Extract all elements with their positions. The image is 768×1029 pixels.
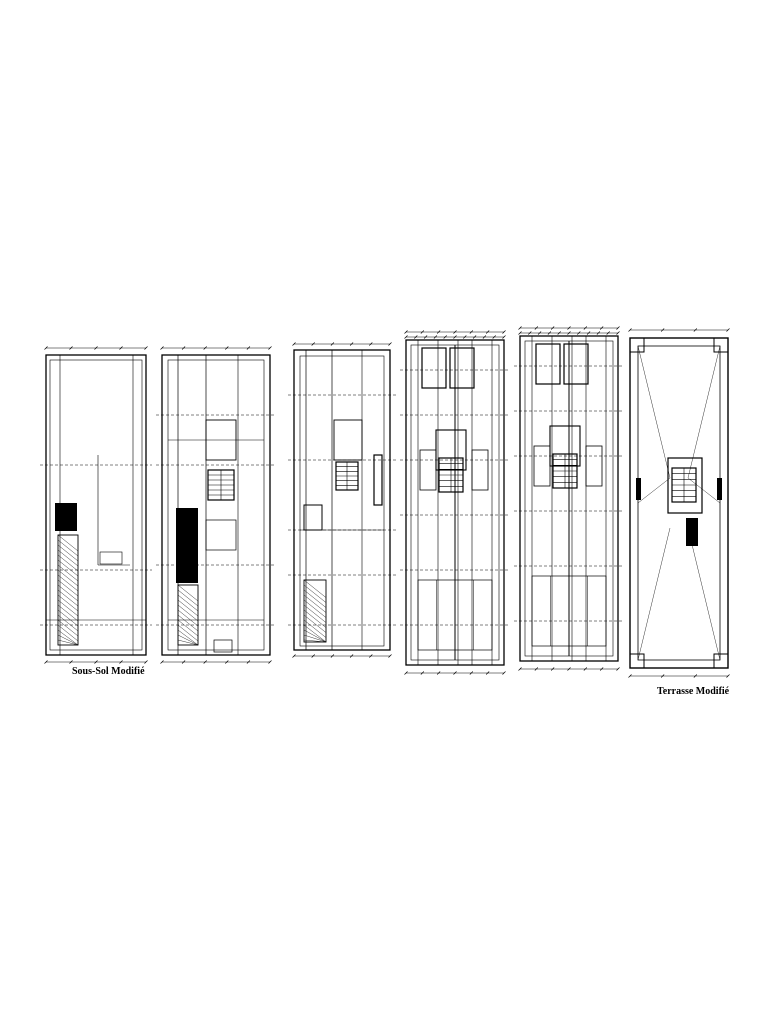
terrace-shaft-solid	[686, 518, 698, 546]
plan-typical-floor-a	[400, 330, 510, 675]
terrace-vent-right	[717, 478, 722, 500]
basement-shaft-solid	[55, 503, 77, 531]
plan-typical-floor-b	[514, 326, 624, 671]
caption-terrace: Terrasse Modifié	[657, 686, 730, 697]
plan-terrace	[628, 328, 730, 678]
ground-shaft-solid	[176, 508, 198, 583]
plan-first-floor	[288, 342, 396, 658]
plan-basement	[40, 346, 152, 664]
caption-basement: Sous-Sol Modifié	[72, 666, 145, 677]
plan-ground-floor	[156, 346, 276, 664]
terrace-vent-left	[636, 478, 641, 500]
